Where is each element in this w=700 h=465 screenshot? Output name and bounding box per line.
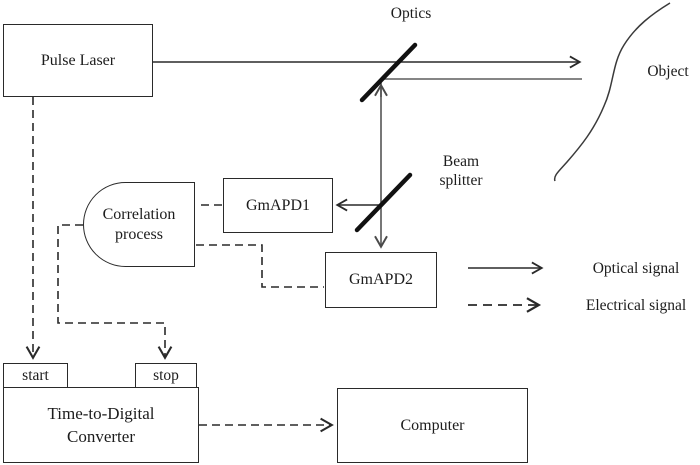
correlation-label-line1: Correlation: [102, 205, 176, 223]
beam-splitter-label-line2: splitter: [439, 172, 483, 189]
legend-optical-label: Optical signal: [592, 260, 680, 277]
gmapd2-box: GmAPD2: [325, 252, 437, 308]
object-surface-curve: [553, 2, 671, 182]
computer-box: Computer: [337, 388, 528, 463]
tdc-start-port: start: [3, 363, 68, 388]
tdc-label-line2: Converter: [67, 426, 135, 446]
object-label: Object: [647, 63, 689, 80]
correlation-label-line2: process: [115, 225, 163, 243]
tdc-start-label: start: [22, 366, 49, 384]
wire-gmapd2-to-correlation: [196, 244, 324, 288]
legend-electrical-label: Electrical signal: [585, 297, 687, 314]
correlation-process-box: Correlation process: [83, 182, 195, 267]
gmapd1-label: GmAPD1: [245, 196, 310, 214]
optics-label: Optics: [390, 5, 432, 22]
pulse-laser-label: Pulse Laser: [40, 51, 116, 69]
tdc-stop-port: stop: [135, 363, 197, 388]
gmapd1-box: GmAPD1: [223, 178, 333, 233]
gmapd2-label: GmAPD2: [348, 271, 413, 288]
computer-label: Computer: [400, 416, 465, 434]
tdc-stop-label: stop: [153, 366, 179, 384]
pulse-laser-box: Pulse Laser: [3, 24, 153, 97]
beam-splitter-element: [354, 172, 413, 233]
wire-correlation-to-stop: [57, 224, 173, 360]
beam-splitter-label-line1: Beam: [442, 153, 480, 170]
tdc-label-line1: Time-to-Digital: [47, 403, 155, 423]
beam-splitter-label: Beam splitter: [423, 152, 499, 190]
tdc-box: Time-to-Digital Converter: [3, 386, 199, 463]
optics-element: [359, 42, 418, 103]
